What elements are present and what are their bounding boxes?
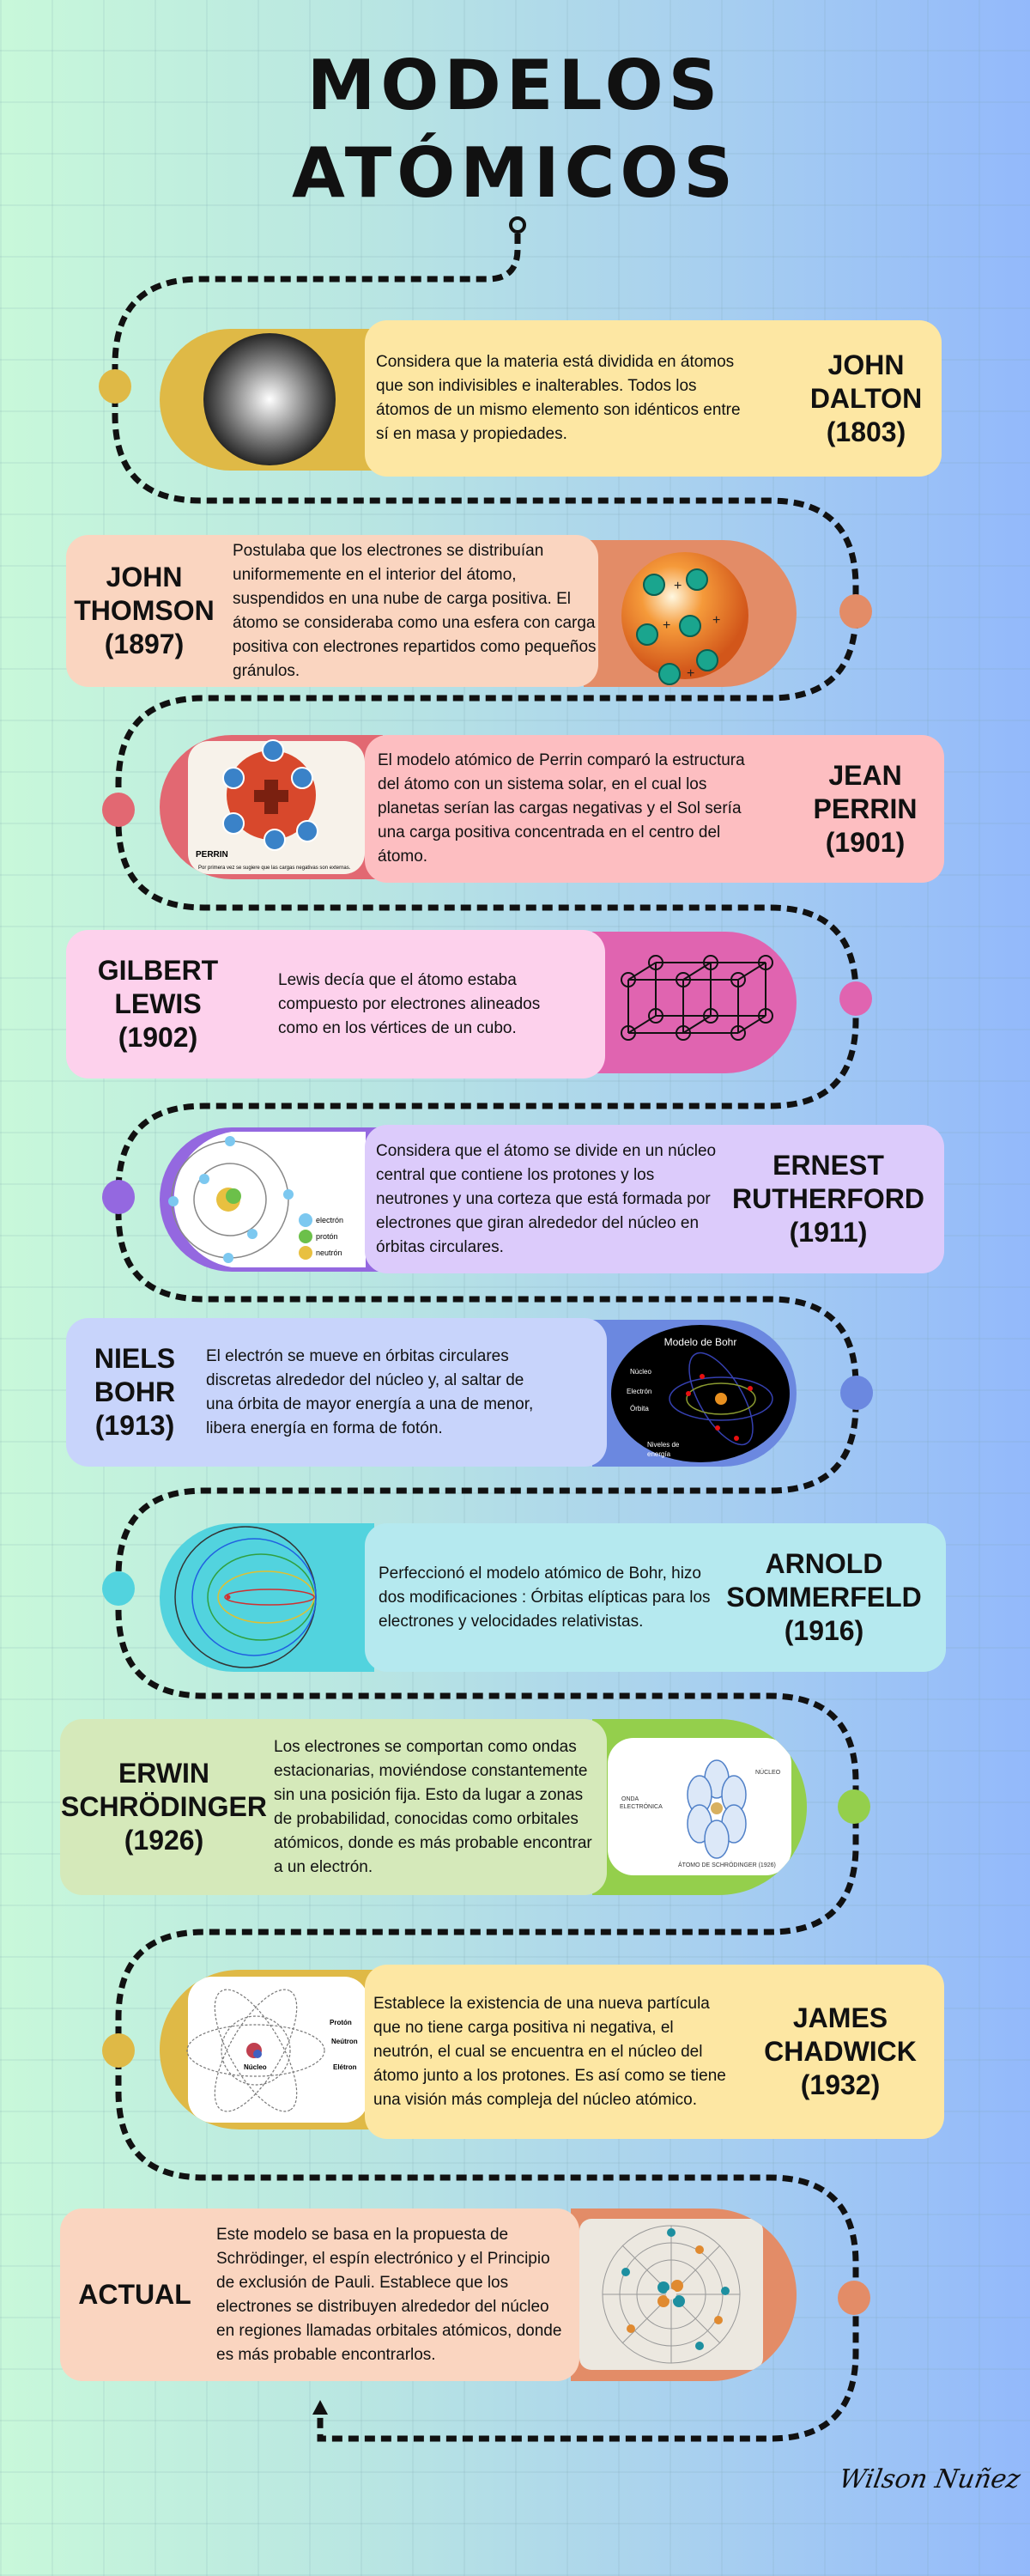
timeline-start-icon <box>509 216 526 234</box>
svg-text:neutrón: neutrón <box>316 1249 342 1257</box>
model-image: + + + + <box>584 540 797 687</box>
svg-text:+: + <box>712 613 720 628</box>
model-description: Lewis decía que el átomo estaba compuest… <box>278 970 541 1037</box>
model-card-sommerfeld: Perfeccionó el modelo atómico de Bohr, h… <box>365 1523 946 1672</box>
model-description: Postulaba que los electrones se distribu… <box>233 541 597 680</box>
svg-text:Órbita: Órbita <box>630 1405 649 1413</box>
svg-text:+: + <box>663 618 670 633</box>
model-description: Perfeccionó el modelo atómico de Bohr, h… <box>379 1564 711 1631</box>
model-description: El modelo atómico de Perrin comparó la e… <box>378 751 745 866</box>
timeline-dot <box>838 2281 870 2315</box>
svg-text:Elétron: Elétron <box>333 2063 357 2071</box>
svg-text:PERRIN: PERRIN <box>196 850 228 860</box>
model-image: PERRIN Por primera vez se sugiere que las… <box>160 735 383 879</box>
model-description: Considera que el átomo se divide en un n… <box>376 1141 717 1256</box>
model-card-rutherford: Considera que el átomo se divide en un n… <box>365 1125 944 1273</box>
svg-text:+: + <box>687 666 694 681</box>
svg-text:electrón: electrón <box>316 1216 343 1224</box>
model-image <box>592 932 797 1073</box>
svg-text:protón: protón <box>316 1232 338 1241</box>
timeline-dot <box>102 1180 135 1214</box>
model-description: Establece la existencia de una nueva par… <box>373 1994 726 2109</box>
svg-text:Neútron: Neútron <box>331 2038 358 2045</box>
author-signature: Wilson Nuñez <box>836 2464 1023 2494</box>
model-description: Considera que la materia está dividida e… <box>376 353 741 443</box>
elliptical-orbits-icon <box>174 1526 317 1668</box>
svg-text:Núcleo: Núcleo <box>630 1368 651 1376</box>
timeline-dot <box>839 981 872 1016</box>
timeline-dot <box>102 1571 135 1606</box>
model-card-actual: ACTUAL Este modelo se basa en la propues… <box>60 2208 579 2381</box>
timeline-dot <box>99 369 131 404</box>
timeline-dot <box>838 1789 870 1824</box>
model-image <box>160 329 383 471</box>
model-card-perrin: El modelo atómico de Perrin comparó la e… <box>365 735 944 883</box>
svg-text:Electrón: Electrón <box>627 1388 651 1395</box>
model-name: ACTUAL <box>78 2279 191 2310</box>
model-description: Los electrones se comportan como ondas e… <box>274 1737 592 1876</box>
bohr-atom-icon: Modelo de BohrNúcleoElectrónÓrbitaNivele… <box>611 1325 790 1462</box>
perrin-atom-icon: PERRIN Por primera vez se sugiere que las… <box>188 739 365 874</box>
svg-text:Por primera vez se sugiere que: Por primera vez se sugiere que las carga… <box>198 866 351 871</box>
svg-text:Protón: Protón <box>330 2019 352 2026</box>
model-image: electrón protón neutrón <box>160 1127 383 1272</box>
model-card-dalton: Considera que la materia está dividida e… <box>365 320 942 477</box>
model-description: Este modelo se basa en la propuesta de S… <box>216 2225 562 2364</box>
title-line-1: MODELOS <box>306 46 724 125</box>
timeline-dot <box>840 1376 873 1410</box>
svg-text:NÚCLEO: NÚCLEO <box>755 1768 781 1776</box>
timeline-dot <box>102 2033 135 2068</box>
model-image <box>571 2208 797 2381</box>
svg-text:ELECTRÓNICA: ELECTRÓNICA <box>620 1802 663 1810</box>
svg-text:ÁTOMO DE SCHRÖDINGER (1926): ÁTOMO DE SCHRÖDINGER (1926) <box>678 1861 776 1868</box>
svg-text:+: + <box>674 579 682 593</box>
svg-text:Niveles de: Niveles de <box>647 1441 680 1449</box>
svg-text:ONDA: ONDA <box>621 1796 639 1802</box>
solid-sphere-icon <box>203 333 336 465</box>
svg-text:energía: energía <box>647 1450 671 1458</box>
svg-text:Núcleo: Núcleo <box>244 2063 267 2071</box>
timeline-dot <box>102 793 135 827</box>
svg-text:Modelo de Bohr: Modelo de Bohr <box>664 1336 737 1348</box>
quantum-atom-icon <box>579 2219 763 2370</box>
model-card-chadwick: Establece la existencia de una nueva par… <box>365 1965 944 2139</box>
plum-pudding-icon: + + + + <box>621 552 748 685</box>
rutherford-atom-icon: electrón protón neutrón <box>168 1132 366 1267</box>
model-image <box>160 1523 374 1672</box>
timeline-dot <box>839 594 872 629</box>
cubic-atom-icon <box>621 955 773 1041</box>
arrow-up-icon <box>312 2400 328 2415</box>
model-description: El electrón se mueve en órbitas circular… <box>206 1346 534 1437</box>
title-line-2: ATÓMICOS <box>292 133 738 213</box>
